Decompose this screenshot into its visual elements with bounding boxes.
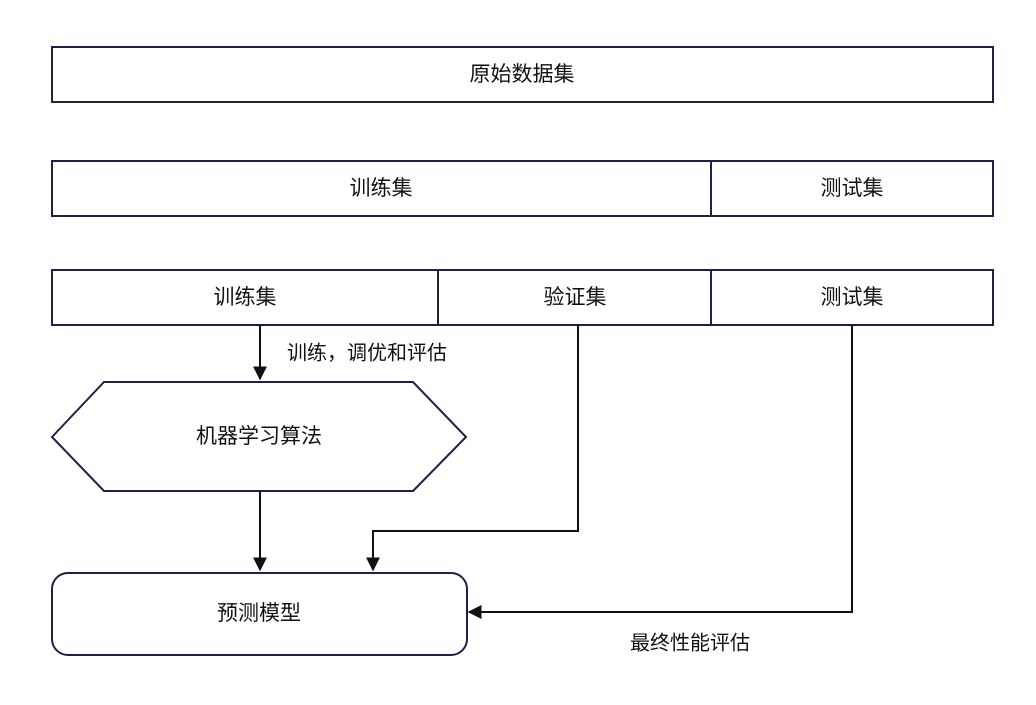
raw-dataset-label: 原始数据集 [470,62,575,86]
row3-test-label: 测试集 [821,285,884,309]
row2-train-label: 训练集 [350,176,413,200]
train-edge-label: 训练，调优和评估 [287,341,447,365]
test-to-model-arrow [467,325,853,619]
model-label: 预测模型 [217,601,301,625]
row2-test-label: 测试集 [821,176,884,200]
algorithm-label: 机器学习算法 [196,424,322,448]
eval-edge-label: 最终性能评估 [630,631,750,655]
row3-train-label: 训练集 [214,285,277,309]
algorithm-hexagon: 机器学习算法 [50,381,468,492]
model-box: 预测模型 [51,572,468,656]
train-validation-test-split-row: 训练集 验证集 测试集 [51,269,994,326]
train-test-split-row: 训练集 测试集 [51,160,994,217]
row3-validation-label: 验证集 [544,285,607,309]
raw-dataset-box: 原始数据集 [51,46,994,103]
validation-to-model-arrow [366,325,579,572]
